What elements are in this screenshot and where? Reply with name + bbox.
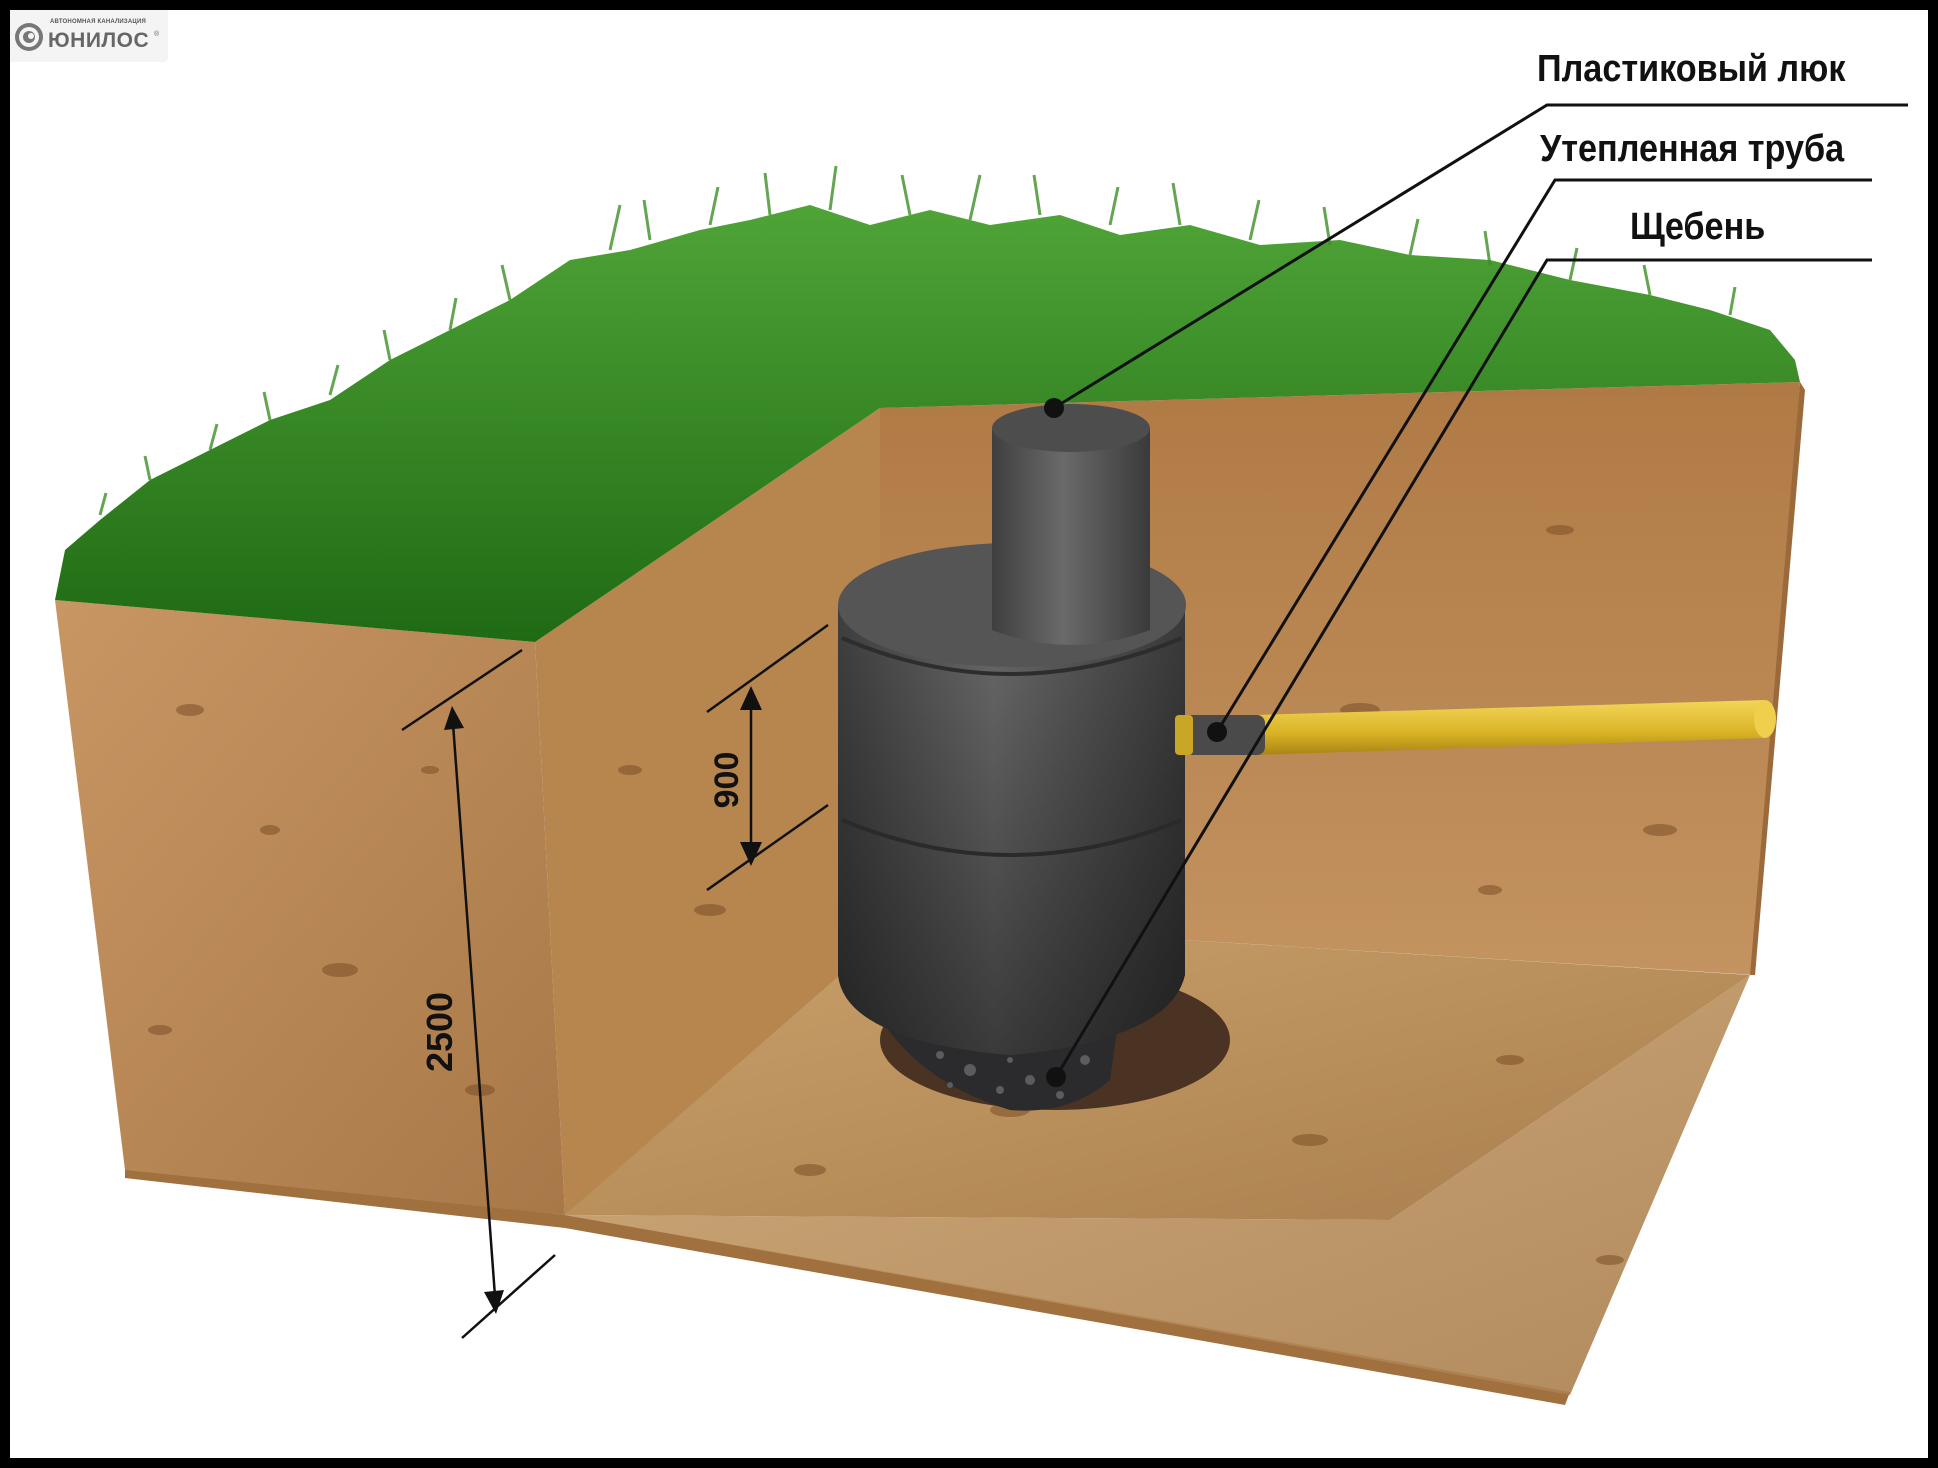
dimension-arrows — [444, 686, 762, 1314]
brand-logo: АВТОНОМНАЯ КАНАЛИЗАЦИЯ ЮНИЛОС ® — [10, 10, 168, 62]
dimension-ring-height: 900 — [708, 751, 746, 809]
callout-leaders — [1053, 103, 1908, 1078]
block-bottom-edge — [125, 1165, 1570, 1405]
logo-tagline: АВТОНОМНАЯ КАНАЛИЗАЦИЯ — [50, 19, 147, 25]
floor-front-strip — [565, 975, 1750, 1395]
septic-well-illustration — [55, 103, 1908, 1405]
logo-brand: ЮНИЛОС — [48, 29, 150, 52]
block-right-wall — [1750, 382, 1805, 975]
callout-gravel-label: Щебень — [1630, 206, 1766, 248]
callout-hatch-label: Пластиковый люк — [1537, 48, 1846, 90]
grass-top — [55, 205, 1800, 642]
grass-blades — [98, 165, 1737, 516]
callout-pipe-label: Утепленная труба — [1540, 128, 1845, 170]
pit-side-wall — [535, 408, 880, 1215]
callout-dots — [1044, 398, 1227, 1087]
logo-registered: ® — [154, 31, 160, 38]
logo-swirl-icon — [15, 23, 43, 51]
dimension-lines — [401, 623, 829, 1339]
dimension-total-depth: 2500 — [419, 991, 460, 1073]
soil-front-face — [55, 600, 565, 1215]
concrete-well — [838, 404, 1186, 1055]
diagram-frame: АВТОНОМНАЯ КАНАЛИЗАЦИЯ ЮНИЛОС ® Пластико… — [10, 10, 1928, 1458]
